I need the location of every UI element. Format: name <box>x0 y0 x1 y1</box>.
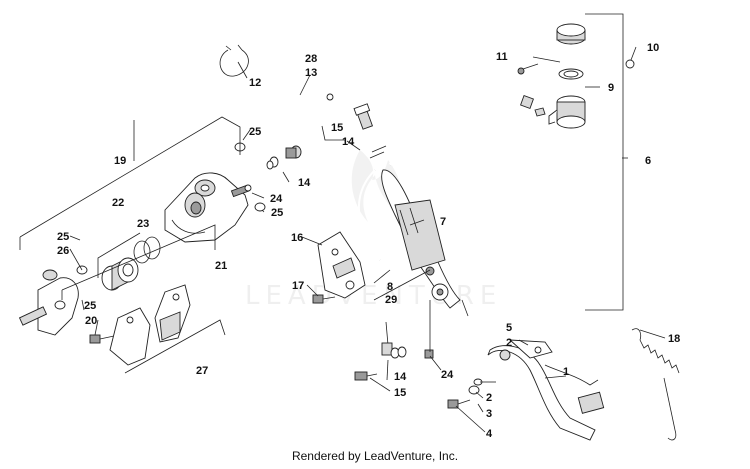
callout-28: 28 <box>305 53 317 65</box>
callout-labels: 1 2 2 3 4 5 6 7 8 9 10 11 12 13 14 14 14… <box>57 42 680 440</box>
caliper-bracket-part <box>18 265 115 344</box>
callout-16: 16 <box>291 232 303 244</box>
callout-24: 24 <box>270 193 283 205</box>
callout-8: 8 <box>387 281 393 293</box>
watermark: LEADVENTURE <box>245 150 502 311</box>
callout-1: 1 <box>563 366 569 378</box>
bolt-17-part <box>312 294 336 304</box>
callout-26: 26 <box>57 245 69 257</box>
callout-7: 7 <box>440 216 446 228</box>
lower-banjo-part <box>354 321 434 381</box>
leader-22 <box>97 232 141 278</box>
callout-19: 19 <box>114 155 126 167</box>
callout-18: 18 <box>668 333 680 345</box>
callout-15: 15 <box>394 387 406 399</box>
callout-10: 10 <box>647 42 659 54</box>
callout-11: 11 <box>496 51 508 63</box>
callout-22: 22 <box>112 197 124 209</box>
callout-25: 25 <box>249 126 261 138</box>
callout-14: 14 <box>342 136 355 148</box>
callout-25: 25 <box>271 207 283 219</box>
crush-washer-part <box>369 145 387 159</box>
callout-6: 6 <box>645 155 651 167</box>
callout-13: 13 <box>305 67 317 79</box>
callout-5: 5 <box>506 322 512 334</box>
callout-25: 25 <box>84 300 96 312</box>
snap-ring-part <box>219 44 249 77</box>
brake-pad-part <box>109 284 191 366</box>
group-bracket-27 <box>124 319 226 374</box>
group-bracket-6 <box>585 13 624 311</box>
callout-17: 17 <box>292 280 304 292</box>
brake-hose-part <box>273 89 334 161</box>
callout-29: 29 <box>385 294 397 306</box>
reservoir-hose-part <box>388 85 534 166</box>
piston-part <box>101 257 139 291</box>
callout-20: 20 <box>85 315 97 327</box>
render-credit: Rendered by LeadVenture, Inc. <box>291 449 459 463</box>
callout-21: 21 <box>215 260 227 272</box>
caliper-part <box>164 142 266 243</box>
callout-9: 9 <box>608 82 614 94</box>
return-spring-part <box>631 328 680 441</box>
callout-2: 2 <box>486 392 492 404</box>
callout-2: 2 <box>506 337 512 349</box>
callout-24: 24 <box>441 369 454 381</box>
watermark-text: LEADVENTURE <box>245 281 502 311</box>
reservoir-part <box>517 23 635 129</box>
callout-27: 27 <box>196 365 208 377</box>
leader-lines <box>69 46 666 433</box>
callout-4: 4 <box>486 428 493 440</box>
callout-14: 14 <box>394 371 407 383</box>
callout-3: 3 <box>486 408 492 420</box>
brake-pedal-part <box>447 339 605 441</box>
group-bracket-19a <box>19 116 241 238</box>
callout-15: 15 <box>331 122 343 134</box>
group-bracket-21 <box>61 224 216 291</box>
callout-12: 12 <box>249 77 261 89</box>
callout-14: 14 <box>298 177 311 189</box>
callout-25: 25 <box>57 231 69 243</box>
mounting-bracket-part <box>317 231 366 299</box>
callout-23: 23 <box>137 218 149 230</box>
banjo-bolt-part <box>266 103 374 170</box>
master-cylinder-part <box>357 169 469 317</box>
